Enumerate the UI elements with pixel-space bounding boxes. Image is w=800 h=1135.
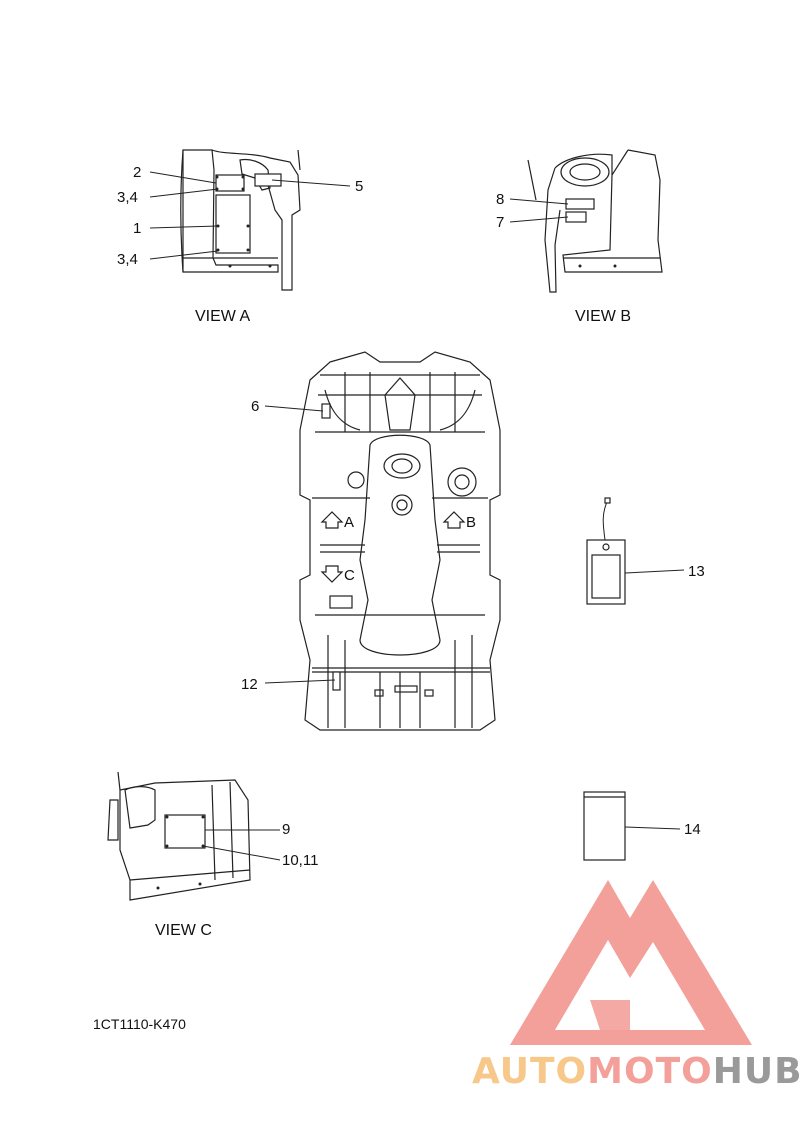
callout-13: 13 [688, 563, 705, 580]
watermark-text: AUTOMOTOHUB [472, 1051, 800, 1092]
view-a-leaders [149, 171, 351, 260]
callout-6: 6 [251, 398, 259, 415]
callout-10-11: 10,11 [282, 852, 318, 869]
view-c-drawing [107, 771, 251, 901]
hang-tag-item-13 [586, 497, 685, 605]
callout-9: 9 [282, 821, 290, 838]
callout-1: 1 [133, 220, 141, 237]
watermark-moto: MOTO [587, 1051, 713, 1092]
top-view-leaders [264, 405, 336, 684]
arrow-label-b: B [466, 514, 476, 531]
watermark-triangle-icon [510, 880, 752, 1045]
callout-7: 7 [496, 214, 504, 231]
atv-top-view [299, 351, 501, 731]
watermark-auto: AUTO [472, 1051, 587, 1092]
arrow-label-c: C [344, 567, 355, 584]
callout-14: 14 [684, 821, 701, 838]
view-c-label: VIEW C [155, 922, 212, 939]
view-a-label: VIEW A [195, 308, 250, 325]
callout-5: 5 [355, 178, 363, 195]
callout-3-4-upper: 3,4 [117, 189, 138, 206]
watermark-logo [510, 880, 752, 1045]
view-b-drawing [527, 149, 663, 293]
callout-3-4-lower: 3,4 [117, 251, 138, 268]
watermark-hub: HUB [713, 1051, 800, 1092]
view-c-leaders [202, 829, 281, 861]
manual-item-14 [583, 791, 681, 861]
diagram-code: 1CT1110-K470 [93, 1016, 186, 1032]
view-a-drawing [180, 149, 301, 291]
arrow-label-a: A [344, 514, 354, 531]
view-b-leaders [509, 198, 569, 223]
callout-12: 12 [241, 676, 258, 693]
callout-8: 8 [496, 191, 504, 208]
view-b-label: VIEW B [575, 308, 631, 325]
callout-2: 2 [133, 164, 141, 181]
